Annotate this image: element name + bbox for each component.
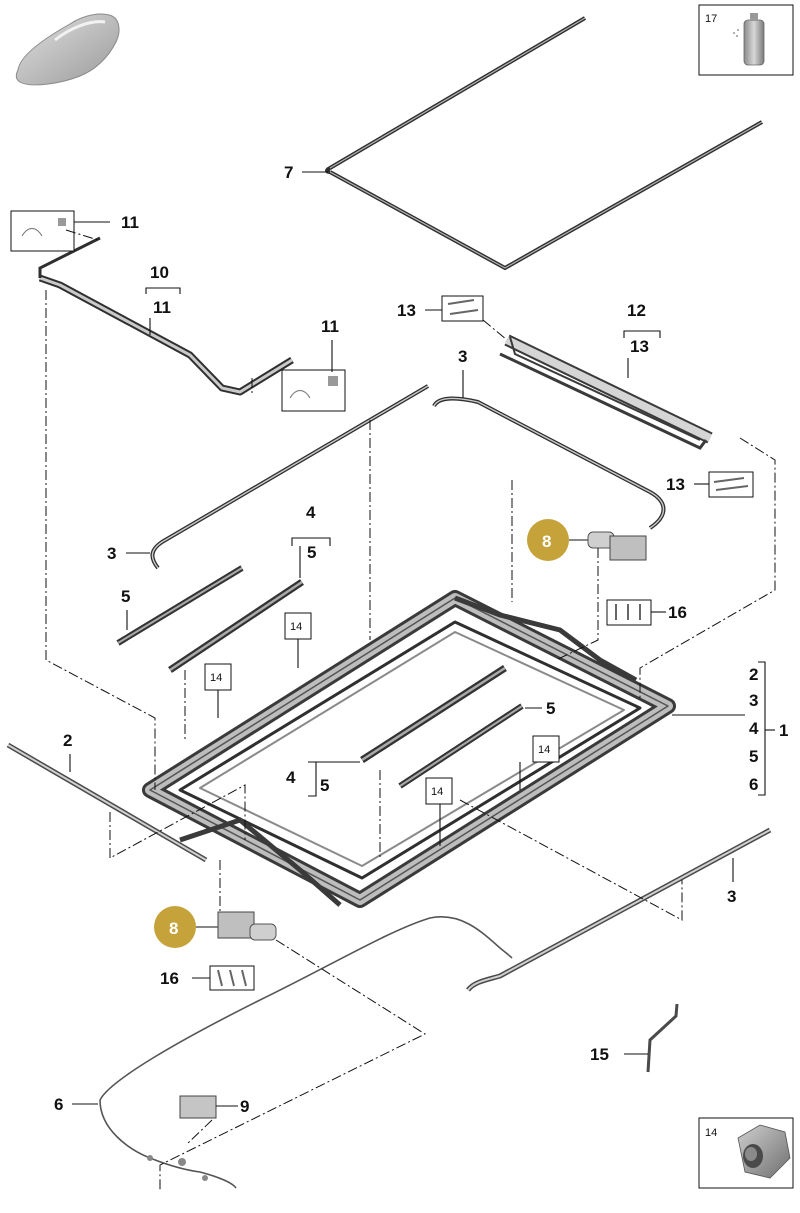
wiring-harness-6: [99, 916, 513, 1189]
part-11-box-right: [281, 369, 346, 412]
part-11-box-left: [10, 210, 75, 252]
screws-16-lower: 16: [160, 965, 255, 991]
marker-14-d: 14: [425, 777, 453, 846]
guide-rail-5-left: [116, 565, 244, 646]
marker-14-a: 14: [284, 612, 312, 668]
callout-3-list: 3: [749, 691, 758, 710]
part-17-box: 17: [698, 4, 794, 76]
callout-5-center-bracket: 5: [320, 776, 329, 795]
callout-17: 17: [705, 13, 717, 25]
callout-5-list: 5: [749, 747, 758, 766]
callout-2-left: 2: [63, 731, 72, 750]
part-14-box: 14: [698, 1117, 794, 1189]
callout-15: 15: [590, 1045, 609, 1064]
callout-14-c: 14: [538, 744, 550, 756]
seal-7: [325, 16, 763, 271]
callout-14-d: 14: [431, 786, 443, 798]
callout-3-left: 3: [107, 544, 116, 563]
callout-2-list: 2: [749, 665, 758, 684]
callout-8-upper: 8: [542, 532, 551, 551]
callout-4-center: 4: [286, 768, 296, 787]
callout-11-right: 11: [321, 317, 339, 336]
guide-rail-4-center: [360, 665, 507, 763]
callout-13-bracket: 13: [630, 337, 649, 356]
callout-11-bracket: 11: [153, 298, 171, 317]
drive-motor-8-lower: 8: [154, 906, 277, 948]
seal-2: [6, 742, 208, 863]
callout-6-list: 6: [749, 775, 758, 794]
callout-4-list: 4: [749, 719, 759, 738]
callout-16-upper: 16: [668, 603, 687, 622]
wind-deflector-10: [38, 236, 294, 396]
marker-14-b: 14: [204, 663, 232, 718]
roller-blind-12: [499, 334, 713, 450]
callout-5-center: 5: [546, 699, 555, 718]
callout-13-right: 13: [666, 475, 685, 494]
callout-14-a: 14: [290, 621, 302, 633]
seal-3-lower: [466, 827, 772, 992]
marker-14-c: 14: [519, 735, 560, 790]
callout-10: 10: [150, 263, 169, 282]
spray-can-icon: [733, 13, 765, 66]
callout-9: 9: [240, 1097, 249, 1116]
callout-1: 1: [779, 721, 788, 740]
callout-5-top: 5: [307, 543, 316, 562]
drain-hose-15: [646, 1003, 679, 1073]
part-13-box-right: [708, 471, 754, 498]
callout-11-top: 11: [121, 213, 139, 232]
callout-13-top: 13: [397, 301, 416, 320]
callout-6: 6: [54, 1095, 63, 1114]
sunroof-frame-1: [142, 590, 676, 908]
screws-16-upper: 16: [606, 599, 687, 626]
callout-12: 12: [627, 301, 646, 320]
seal-3-right: [432, 396, 666, 530]
part-13-box-top: [441, 295, 484, 322]
callout-14-b: 14: [210, 672, 222, 684]
callout-7: 7: [284, 163, 293, 182]
guide-rail-5-center: [398, 703, 524, 789]
guide-rail-4-left: [168, 579, 304, 673]
callout-8-lower: 8: [169, 919, 178, 938]
car-thumbnail-icon: [15, 13, 120, 86]
assembly-guide-lines: [45, 290, 776, 1190]
seal-3-left: [150, 384, 430, 570]
callout-5-left: 5: [121, 587, 130, 606]
control-unit-9: [179, 1095, 217, 1119]
drive-motor-8-upper: 8: [527, 519, 647, 561]
callout-3-top: 3: [458, 347, 467, 366]
callout-14-box: 14: [705, 1127, 717, 1139]
callout-4-top: 4: [306, 503, 316, 522]
callout-16-lower: 16: [160, 969, 179, 988]
nut-icon: [737, 1124, 791, 1179]
callout-3-lower: 3: [727, 887, 736, 906]
